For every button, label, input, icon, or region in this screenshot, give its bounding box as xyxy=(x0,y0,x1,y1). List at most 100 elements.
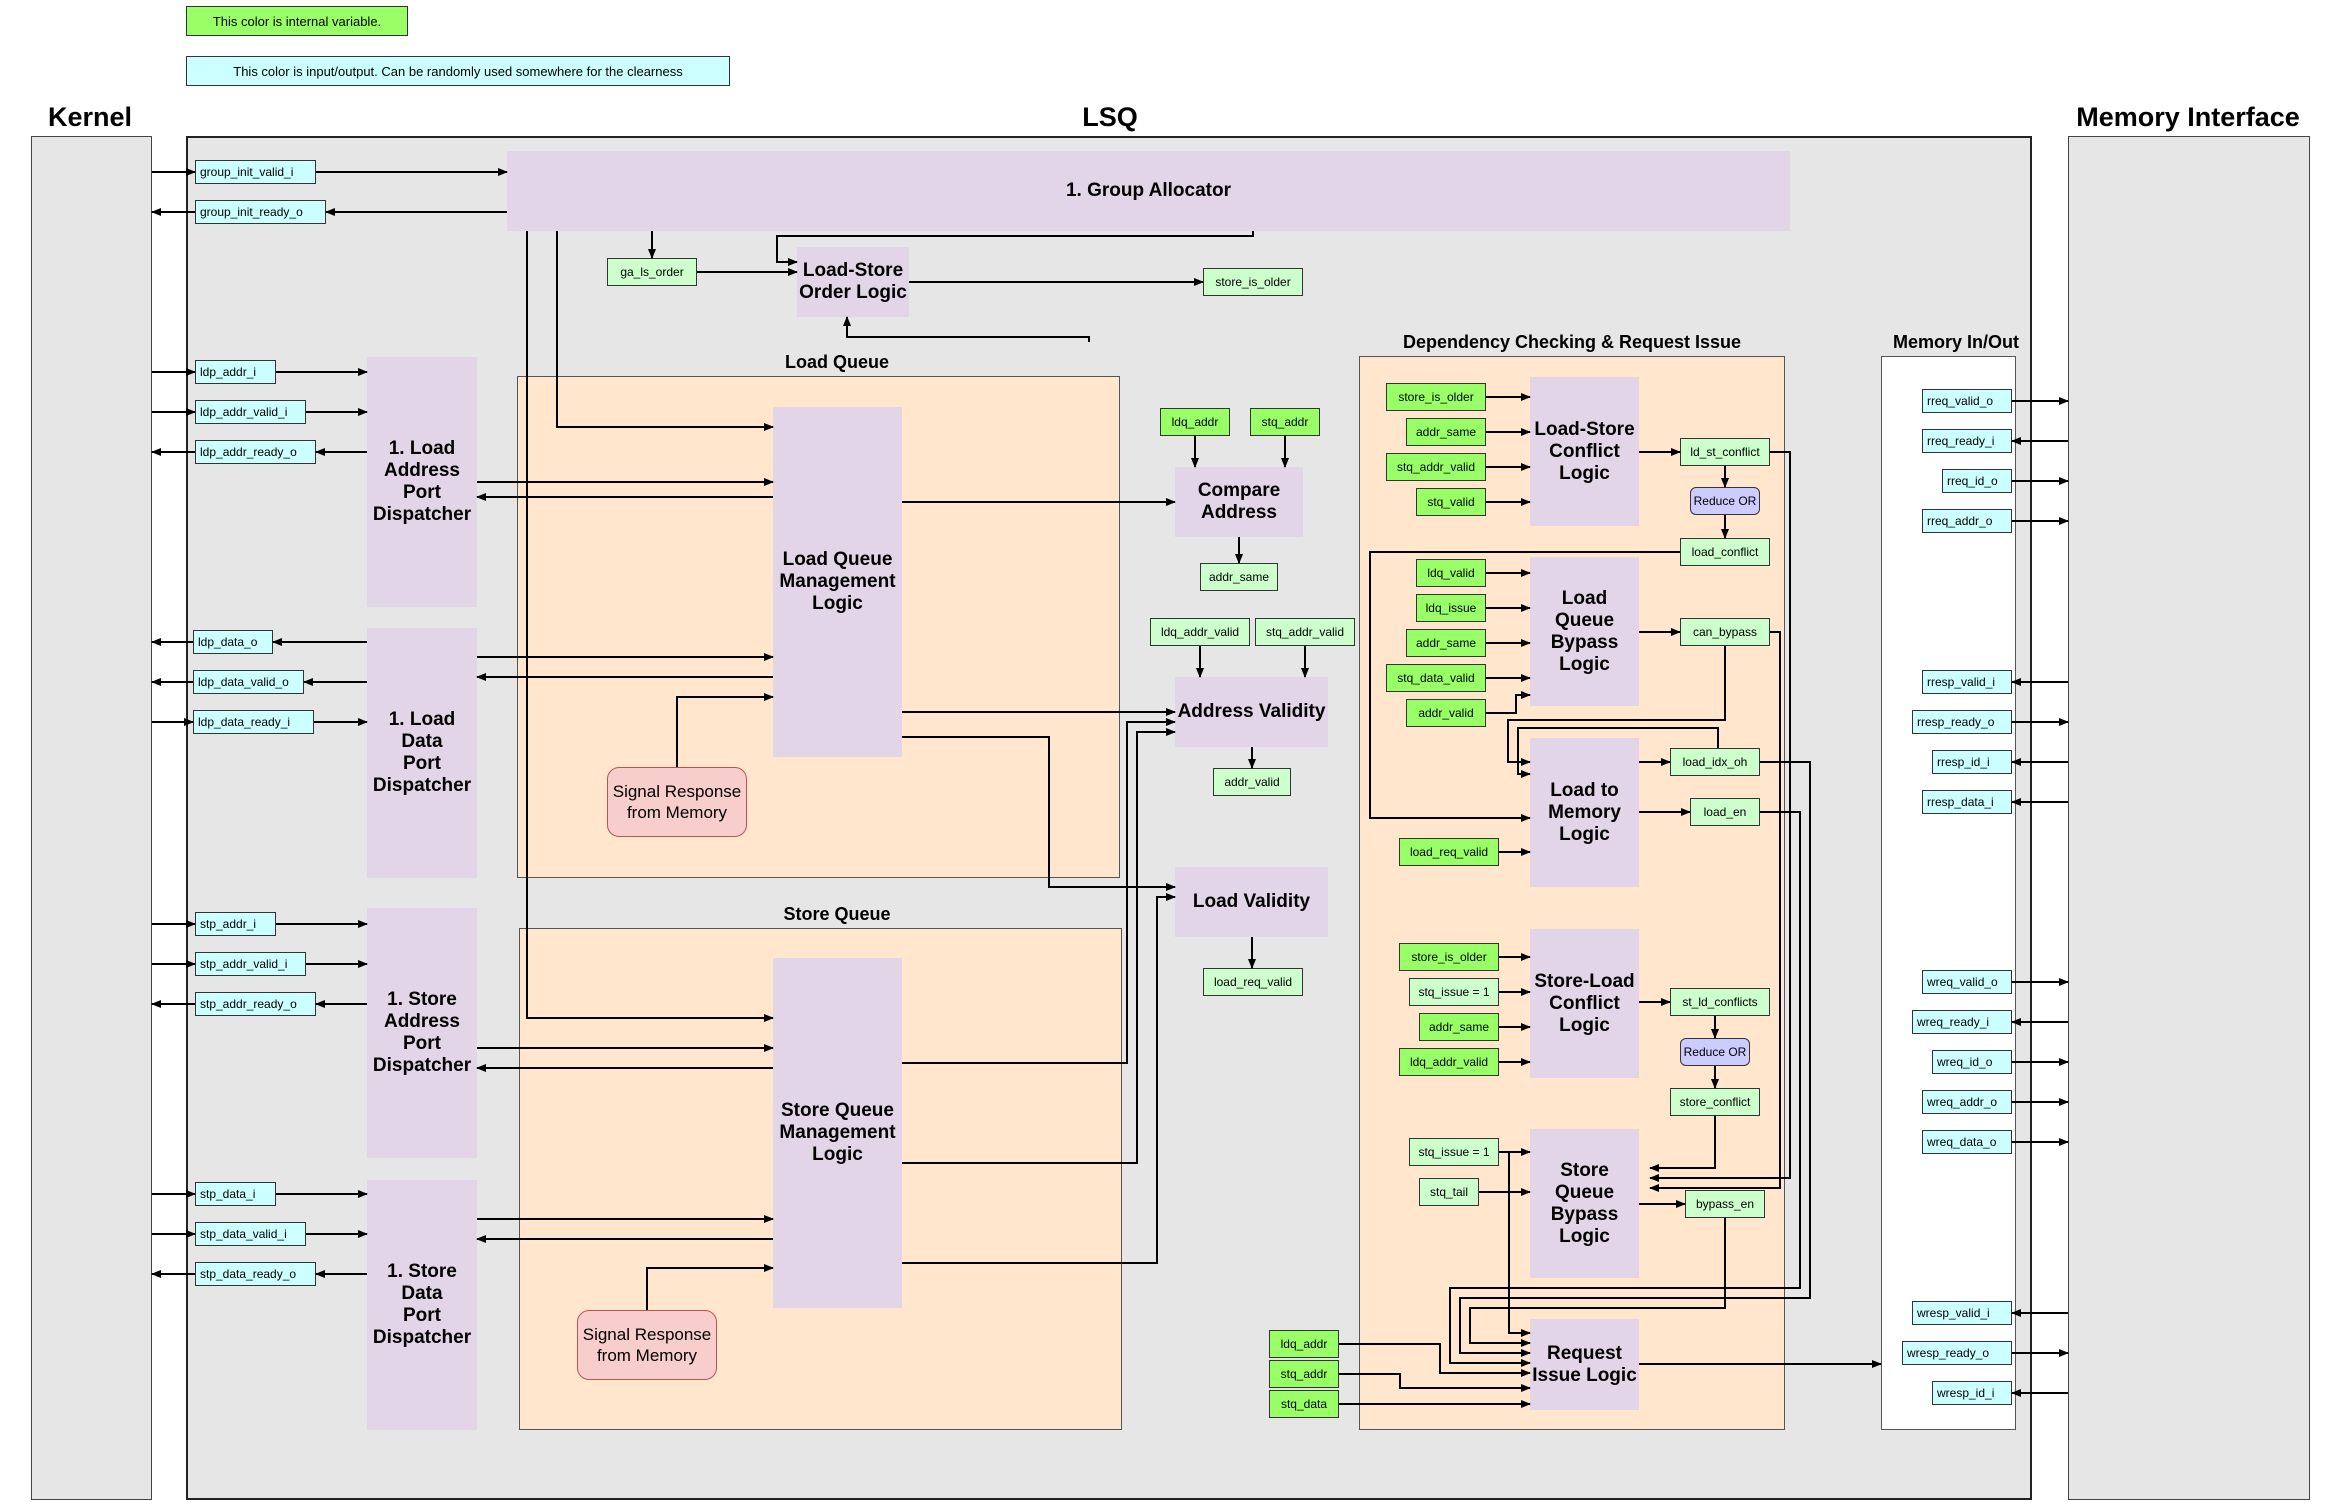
memory-inout-container xyxy=(1881,356,2016,1430)
compare-address-block: Compare Address xyxy=(1175,467,1303,537)
port-wreq-addr-o: wreq_addr_o xyxy=(1922,1090,2012,1114)
signal-load-req-valid: load_req_valid xyxy=(1203,968,1303,996)
load-queue-management-logic-block: Load Queue Management Logic xyxy=(773,407,902,757)
port-rresp-valid-i: rresp_valid_i xyxy=(1922,670,2012,694)
dep-ldq-issue: ldq_issue xyxy=(1416,594,1486,622)
reduce-or-load: Reduce OR xyxy=(1690,487,1760,515)
dep-stq-valid: stq_valid xyxy=(1416,488,1486,516)
dep-addr-same-1: addr_same xyxy=(1406,418,1486,446)
port-wresp-id-i: wresp_id_i xyxy=(1932,1381,2012,1405)
req-stq-data: stq_data xyxy=(1269,1390,1339,1418)
signal-load-en: load_en xyxy=(1690,798,1760,826)
signal-bypass-en: bypass_en xyxy=(1685,1190,1765,1218)
group-allocator-block: 1. Group Allocator xyxy=(507,151,1790,231)
port-rresp-data-i: rresp_data_i xyxy=(1922,790,2012,814)
signal-ldq-addr-valid: ldq_addr_valid xyxy=(1150,618,1250,646)
signal-response-from-memory-store: Signal Response from Memory xyxy=(577,1310,717,1380)
port-stp-addr-ready-o: stp_addr_ready_o xyxy=(195,992,316,1016)
dep-addr-same-3: addr_same xyxy=(1419,1013,1499,1041)
store-data-port-dispatcher-block: 1. Store Data Port Dispatcher xyxy=(367,1180,477,1430)
dep-load-req-valid: load_req_valid xyxy=(1399,838,1499,866)
legend-input-output: This color is input/output. Can be rando… xyxy=(186,56,730,86)
lsq-title: LSQ xyxy=(1082,102,1138,132)
port-rresp-ready-o: rresp_ready_o xyxy=(1912,710,2012,734)
signal-stq-addr: stq_addr xyxy=(1250,408,1320,436)
dep-stq-tail: stq_tail xyxy=(1419,1178,1479,1206)
load-validity-block: Load Validity xyxy=(1175,867,1328,937)
store-queue-title: Store Queue xyxy=(783,904,891,924)
port-wresp-ready-o: wresp_ready_o xyxy=(1902,1341,2012,1365)
signal-st-ld-conflicts: st_ld_conflicts xyxy=(1670,988,1770,1016)
dep-stq-issue-1: stq_issue = 1 xyxy=(1409,978,1499,1006)
port-ldp-data-o: ldp_data_o xyxy=(193,630,273,654)
port-rreq-id-o: rreq_id_o xyxy=(1942,469,2012,493)
port-wreq-data-o: wreq_data_o xyxy=(1922,1130,2012,1154)
load-address-port-dispatcher-block: 1. Load Address Port Dispatcher xyxy=(367,357,477,607)
kernel-frame xyxy=(31,136,152,1500)
dep-ldq-valid: ldq_valid xyxy=(1416,559,1486,587)
port-ldp-addr-valid-i: ldp_addr_valid_i xyxy=(195,400,306,424)
port-stp-data-i: stp_data_i xyxy=(195,1182,276,1206)
load-to-memory-logic-block: Load to Memory Logic xyxy=(1530,738,1639,887)
signal-response-from-memory-load: Signal Response from Memory xyxy=(607,767,747,837)
port-group-init-ready-o: group_init_ready_o xyxy=(195,200,326,224)
signal-load-conflict: load_conflict xyxy=(1680,538,1770,566)
signal-ldq-addr: ldq_addr xyxy=(1160,408,1230,436)
signal-load-idx-oh: load_idx_oh xyxy=(1670,748,1760,776)
request-issue-logic-block: Request Issue Logic xyxy=(1530,1319,1639,1410)
memory-interface-frame xyxy=(2068,136,2310,1500)
port-ldp-data-valid-o: ldp_data_valid_o xyxy=(193,670,304,694)
memory-inout-title: Memory In/Out xyxy=(1892,332,2020,352)
store-load-conflict-logic-block: Store-Load Conflict Logic xyxy=(1530,929,1639,1078)
port-rreq-addr-o: rreq_addr_o xyxy=(1922,509,2012,533)
dep-stq-data-valid: stq_data_valid xyxy=(1386,664,1486,692)
dep-stq-issue-2: stq_issue = 1 xyxy=(1409,1138,1499,1166)
req-ldq-addr: ldq_addr xyxy=(1269,1330,1339,1358)
port-stp-addr-valid-i: stp_addr_valid_i xyxy=(195,952,306,976)
reduce-or-store: Reduce OR xyxy=(1680,1038,1750,1066)
store-queue-bypass-logic-block: Store Queue Bypass Logic xyxy=(1530,1129,1639,1278)
address-validity-block: Address Validity xyxy=(1175,677,1328,747)
port-wreq-id-o: wreq_id_o xyxy=(1932,1050,2012,1074)
load-queue-bypass-logic-block: Load Queue Bypass Logic xyxy=(1530,557,1639,706)
signal-addr-same: addr_same xyxy=(1200,563,1278,591)
store-queue-management-logic-block: Store Queue Management Logic xyxy=(773,958,902,1308)
port-stp-data-valid-i: stp_data_valid_i xyxy=(195,1222,306,1246)
port-stp-addr-i: stp_addr_i xyxy=(195,912,276,936)
dep-addr-valid: addr_valid xyxy=(1406,699,1486,727)
signal-stq-addr-valid: stq_addr_valid xyxy=(1255,618,1355,646)
port-wreq-ready-i: wreq_ready_i xyxy=(1912,1010,2012,1034)
load-store-order-logic-block: Load-Store Order Logic xyxy=(797,247,909,317)
signal-ld-st-conflict: ld_st_conflict xyxy=(1680,438,1770,466)
memory-interface-title: Memory Interface xyxy=(2076,102,2300,132)
signal-ga-ls-order: ga_ls_order xyxy=(607,258,697,286)
dep-ldq-addr-valid: ldq_addr_valid xyxy=(1399,1048,1499,1076)
load-queue-title: Load Queue xyxy=(784,352,890,372)
dep-store-is-older-2: store_is_older xyxy=(1399,943,1499,971)
dep-store-is-older-1: store_is_older xyxy=(1386,383,1486,411)
port-group-init-valid-i: group_init_valid_i xyxy=(195,160,316,184)
port-ldp-addr-ready-o: ldp_addr_ready_o xyxy=(195,440,316,464)
signal-can-bypass: can_bypass xyxy=(1680,618,1770,646)
legend-internal-variable: This color is internal variable. xyxy=(186,6,408,36)
dep-stq-addr-valid: stq_addr_valid xyxy=(1386,453,1486,481)
port-rresp-id-i: rresp_id_i xyxy=(1932,750,2012,774)
load-store-conflict-logic-block: Load-Store Conflict Logic xyxy=(1530,377,1639,526)
dependency-checking-title: Dependency Checking & Request Issue xyxy=(1402,332,1742,352)
dep-addr-same-2: addr_same xyxy=(1406,629,1486,657)
port-ldp-data-ready-i: ldp_data_ready_i xyxy=(193,710,314,734)
port-stp-data-ready-o: stp_data_ready_o xyxy=(195,1262,316,1286)
port-rreq-valid-o: rreq_valid_o xyxy=(1922,389,2012,413)
port-wresp-valid-i: wresp_valid_i xyxy=(1912,1301,2012,1325)
load-data-port-dispatcher-block: 1. Load Data Port Dispatcher xyxy=(367,628,477,878)
port-rreq-ready-i: rreq_ready_i xyxy=(1922,429,2012,453)
signal-addr-valid: addr_valid xyxy=(1213,768,1291,796)
signal-store-conflict: store_conflict xyxy=(1670,1088,1760,1116)
kernel-title: Kernel xyxy=(47,102,133,132)
req-stq-addr: stq_addr xyxy=(1269,1360,1339,1388)
signal-store-is-older-top: store_is_older xyxy=(1203,268,1303,296)
store-address-port-dispatcher-block: 1. Store Address Port Dispatcher xyxy=(367,908,477,1158)
port-ldp-addr-i: ldp_addr_i xyxy=(195,360,276,384)
port-wreq-valid-o: wreq_valid_o xyxy=(1922,970,2012,994)
